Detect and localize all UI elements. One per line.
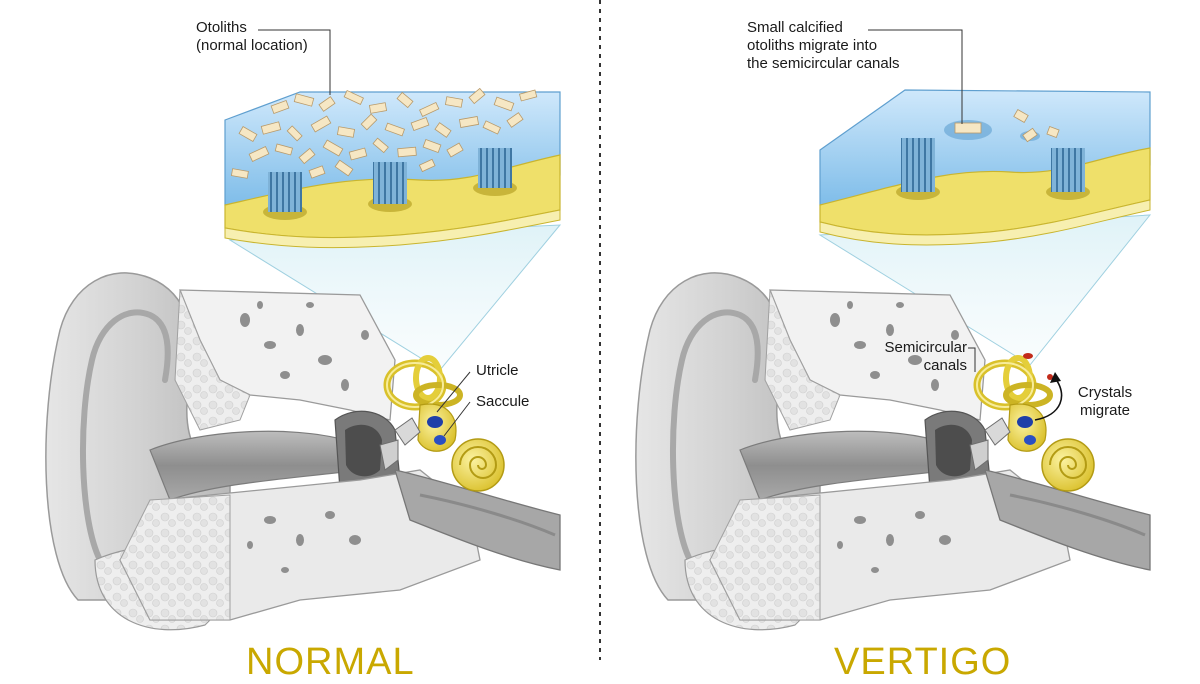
- otoliths-label: Otoliths (normal location): [196, 19, 308, 54]
- normal-panel: [46, 29, 561, 630]
- migrated-crystal: [1047, 374, 1053, 380]
- semicircular-canals-label: Semicircular canals: [884, 339, 967, 374]
- otoliths-leader-line: [258, 29, 331, 95]
- otolith-crystals: [230, 87, 538, 179]
- hair-bundle: [478, 148, 512, 188]
- hair-bundle: [373, 162, 407, 204]
- normal-ear-illustration: [46, 273, 560, 630]
- hair-bundle: [901, 138, 935, 192]
- normal-otolith-block: [224, 87, 561, 249]
- utricle-label: Utricle: [476, 362, 519, 379]
- utricle-leader-line: [436, 371, 471, 413]
- hair-bundle: [268, 172, 302, 212]
- normal-caption: NORMAL: [246, 641, 415, 683]
- saccule-leader-line: [443, 401, 471, 437]
- crystals-migrate-arrow: [1034, 377, 1063, 421]
- saccule-label: Saccule: [476, 393, 530, 410]
- vertigo-panel: [636, 29, 1151, 630]
- crystals-migrate-label: Crystals migrate: [1077, 384, 1133, 419]
- calcified-otoliths-label: Small calcified otoliths migrate into th…: [747, 19, 900, 72]
- canals-leader-line: [968, 347, 976, 372]
- vertigo-otolith-block: [819, 89, 1151, 246]
- hair-bundle: [1051, 148, 1085, 192]
- vertigo-ear-illustration: [636, 273, 1150, 630]
- migrated-crystal: [1023, 353, 1033, 359]
- calcified-leader-line: [868, 29, 963, 124]
- vertigo-caption: VERTIGO: [834, 641, 1012, 683]
